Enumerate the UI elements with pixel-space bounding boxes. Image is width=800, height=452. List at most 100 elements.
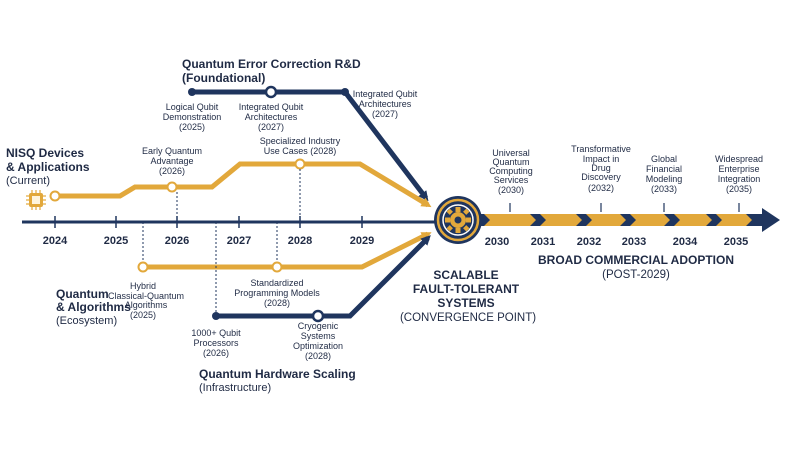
svg-text:Transformative: Transformative (571, 144, 631, 154)
milestone-dot (212, 312, 220, 320)
milestone-specialized-use-cases: Specialized Industry Use Cases (2028) (260, 136, 341, 156)
svg-text:Algorithms: Algorithms (125, 300, 168, 310)
future-year: 2030 (485, 236, 509, 248)
algorithms-title: Quantum (56, 287, 109, 301)
commercial-ticks (509, 203, 740, 212)
svg-text:Quantum: Quantum (492, 157, 529, 167)
milestone-integrated-qubit-a: Integrated Qubit Architectures (2027) (239, 102, 304, 132)
milestone-standardized-models: Standardized Programming Models (2028) (234, 278, 320, 308)
svg-text:Demonstration: Demonstration (163, 112, 222, 122)
svg-text:(2028): (2028) (305, 351, 331, 361)
svg-text:(2032): (2032) (588, 183, 614, 193)
error-correction-subtitle: (Foundational) (182, 71, 265, 85)
svg-text:Discovery: Discovery (581, 172, 621, 182)
svg-text:(2033): (2033) (651, 184, 677, 194)
svg-text:Integration: Integration (718, 174, 761, 184)
svg-text:Integrated Qubit: Integrated Qubit (353, 89, 418, 99)
svg-text:(2030): (2030) (498, 185, 524, 195)
svg-text:Cryogenic: Cryogenic (298, 321, 339, 331)
svg-text:(2025): (2025) (179, 122, 205, 132)
milestone-dot (166, 181, 178, 193)
milestone-hybrid-algorithms: Hybrid Classical-Quantum Algorithms (202… (108, 281, 184, 320)
milestone-dot (271, 261, 283, 273)
svg-text:Services: Services (494, 175, 529, 185)
future-year-labels: 2030 2031 2032 2033 2034 2035 (485, 236, 748, 248)
axis-year: 2027 (227, 235, 251, 247)
algorithms-title: & Algorithms (56, 300, 131, 314)
convergence-label: SCALABLE FAULT-TOLERANT SYSTEMS (CONVERG… (400, 268, 536, 324)
svg-text:SCALABLE: SCALABLE (433, 268, 498, 282)
milestone-1000-qubit: 1000+ Qubit Processors (2026) (191, 328, 241, 358)
milestone-dot (341, 88, 349, 96)
svg-text:(2035): (2035) (726, 184, 752, 194)
svg-text:Hybrid: Hybrid (130, 281, 156, 291)
svg-text:FAULT-TOLERANT: FAULT-TOLERANT (413, 282, 520, 296)
svg-text:Standardized: Standardized (250, 278, 303, 288)
svg-text:Enterprise: Enterprise (718, 164, 759, 174)
milestone-financial-modeling: Global Financial Modeling (2033) (646, 154, 683, 194)
svg-text:Early Quantum: Early Quantum (142, 146, 202, 156)
future-year: 2034 (673, 236, 698, 248)
svg-text:Specialized Industry: Specialized Industry (260, 136, 341, 146)
axis-year: 2025 (104, 235, 128, 247)
nisq-title: & Applications (6, 160, 90, 174)
svg-text:Systems: Systems (301, 331, 336, 341)
svg-text:Architectures: Architectures (359, 99, 412, 109)
svg-text:Programming Models: Programming Models (234, 288, 320, 298)
commercial-title: BROAD COMMERCIAL ADOPTION (538, 253, 734, 267)
svg-text:Financial: Financial (646, 164, 682, 174)
svg-text:Universal: Universal (492, 148, 530, 158)
svg-text:(2027): (2027) (372, 109, 398, 119)
nisq-subtitle: (Current) (6, 175, 50, 187)
hardware-title: Quantum Hardware Scaling (199, 367, 356, 381)
axis-year: 2024 (43, 235, 68, 247)
milestone-dot (49, 190, 61, 202)
svg-text:Use Cases (2028): Use Cases (2028) (264, 146, 337, 156)
svg-text:Impact in: Impact in (583, 154, 620, 164)
hardware-track (216, 235, 431, 319)
svg-text:Computing: Computing (489, 166, 533, 176)
svg-text:Drug: Drug (591, 163, 611, 173)
svg-text:(2025): (2025) (130, 310, 156, 320)
axis-year: 2028 (288, 235, 312, 247)
milestone-dot (137, 261, 149, 273)
svg-text:Global: Global (651, 154, 677, 164)
milestone-dot (311, 309, 325, 323)
milestone-integrated-qubit-b: Integrated Qubit Architectures (2027) (353, 89, 418, 119)
future-year: 2033 (622, 236, 646, 248)
axis-year: 2029 (350, 235, 374, 247)
future-year: 2032 (577, 236, 601, 248)
svg-text:Advantage: Advantage (150, 156, 193, 166)
svg-text:(2027): (2027) (258, 122, 284, 132)
future-year: 2031 (531, 236, 555, 248)
commercial-subtitle: (POST-2029) (602, 269, 670, 281)
svg-text:Optimization: Optimization (293, 341, 343, 351)
svg-text:Widespread: Widespread (715, 154, 763, 164)
nisq-track (55, 161, 432, 208)
milestone-dot (188, 88, 196, 96)
nisq-title: NISQ Devices (6, 146, 84, 160)
svg-text:Logical Qubit: Logical Qubit (166, 102, 219, 112)
svg-text:(CONVERGENCE POINT): (CONVERGENCE POINT) (400, 312, 536, 324)
hardware-subtitle: (Infrastructure) (199, 382, 271, 394)
milestone-enterprise-integration: Widespread Enterprise Integration (2035) (715, 154, 763, 194)
algorithms-subtitle: (Ecosystem) (56, 315, 117, 327)
milestone-drug-discovery: Transformative Impact in Drug Discovery … (571, 144, 631, 193)
svg-text:(2026): (2026) (159, 166, 185, 176)
milestone-universal-services: Universal Quantum Computing Services (20… (489, 148, 533, 195)
chip-icon (26, 190, 46, 210)
svg-text:1000+ Qubit: 1000+ Qubit (191, 328, 241, 338)
milestone-dot (294, 158, 306, 170)
svg-text:(2026): (2026) (203, 348, 229, 358)
svg-text:Processors: Processors (193, 338, 239, 348)
svg-text:Classical-Quantum: Classical-Quantum (108, 291, 184, 301)
error-correction-title: Quantum Error Correction R&D (182, 57, 361, 71)
svg-text:Modeling: Modeling (646, 174, 683, 184)
svg-text:SYSTEMS: SYSTEMS (437, 296, 494, 310)
milestone-logical-qubit: Logical Qubit Demonstration (2025) (163, 102, 222, 132)
axis-year: 2026 (165, 235, 189, 247)
milestone-dot (264, 85, 278, 99)
axis-year-labels: 2024 2025 2026 2027 2028 2029 (43, 235, 374, 247)
